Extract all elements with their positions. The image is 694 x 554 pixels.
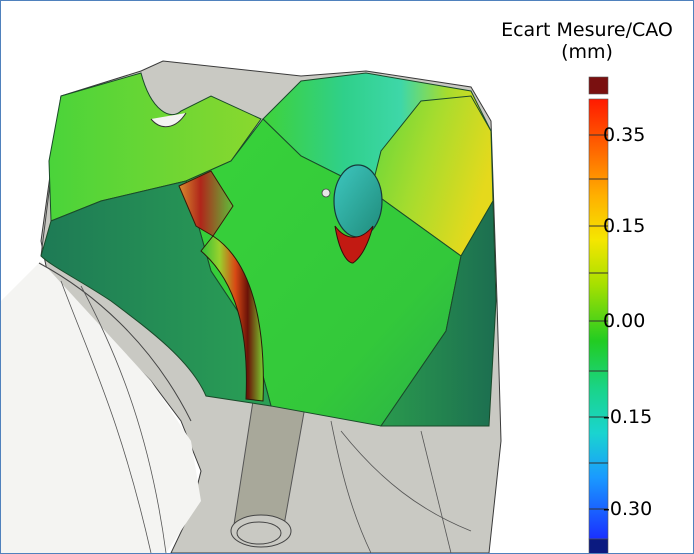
legend-title: Ecart Mesure/CAO — [501, 19, 673, 41]
scale-tick-label: 0.35 — [603, 124, 646, 146]
scale-over-swatch — [588, 76, 609, 95]
color-scale-bar — [588, 76, 609, 553]
scale-tick-label: -0.15 — [603, 406, 653, 428]
deviation-colormap — [40, 72, 497, 427]
scale-tick-label: 0.00 — [603, 310, 646, 332]
scale-tick-label: -0.30 — [603, 498, 653, 520]
scale-under-swatch — [588, 538, 609, 553]
scale-tick-label: 0.15 — [603, 215, 646, 237]
legend-unit: (mm) — [561, 41, 613, 63]
